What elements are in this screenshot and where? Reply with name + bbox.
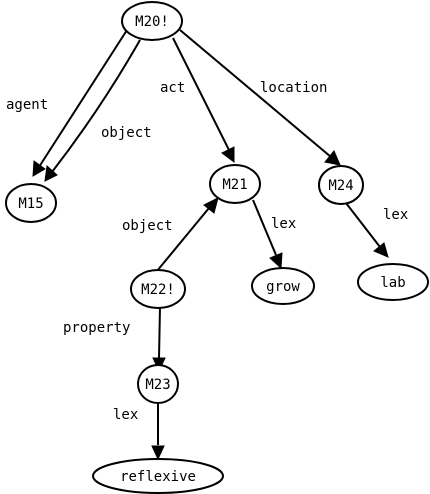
edge-label-act: act xyxy=(160,80,185,96)
node-label-lab: lab xyxy=(380,275,405,291)
node-m23: M23 xyxy=(137,364,179,404)
node-m20: M20! xyxy=(121,1,183,41)
edge-label-object-m22: object xyxy=(122,218,173,234)
edge-label-lex-m21: lex xyxy=(271,216,296,232)
edge-label-agent: agent xyxy=(6,97,48,113)
node-m22: M22! xyxy=(130,269,186,309)
edge-location xyxy=(179,29,341,166)
node-label-m15: M15 xyxy=(18,196,43,212)
node-m21: M21 xyxy=(209,164,261,204)
node-m24: M24 xyxy=(318,165,364,205)
edge-label-property: property xyxy=(63,320,130,336)
edge-object-top xyxy=(44,39,141,182)
edge-label-lex-m24: lex xyxy=(383,207,408,223)
edge-label-location: location xyxy=(260,80,327,96)
edge-object-m22 xyxy=(156,197,219,272)
edge-act xyxy=(172,37,235,163)
edge-lex-m23 xyxy=(151,403,165,461)
edge-lex-m24 xyxy=(345,202,389,258)
node-label-m22: M22! xyxy=(141,282,175,298)
edge-label-lex-m23: lex xyxy=(113,407,138,423)
edge-label-object-top: object xyxy=(101,125,152,141)
node-grow: grow xyxy=(251,267,315,305)
node-reflexive: reflexive xyxy=(92,458,224,494)
node-label-m23: M23 xyxy=(145,377,170,393)
edge-lex-m21 xyxy=(252,199,283,270)
node-label-grow: grow xyxy=(266,279,300,295)
node-label-m20: M20! xyxy=(135,14,169,30)
node-label-reflexive: reflexive xyxy=(120,469,196,485)
node-lab: lab xyxy=(357,263,429,301)
edge-property xyxy=(152,306,166,373)
edge-agent xyxy=(32,29,128,177)
node-label-m24: M24 xyxy=(328,178,353,194)
node-label-m21: M21 xyxy=(222,177,247,193)
node-m15: M15 xyxy=(5,183,57,223)
